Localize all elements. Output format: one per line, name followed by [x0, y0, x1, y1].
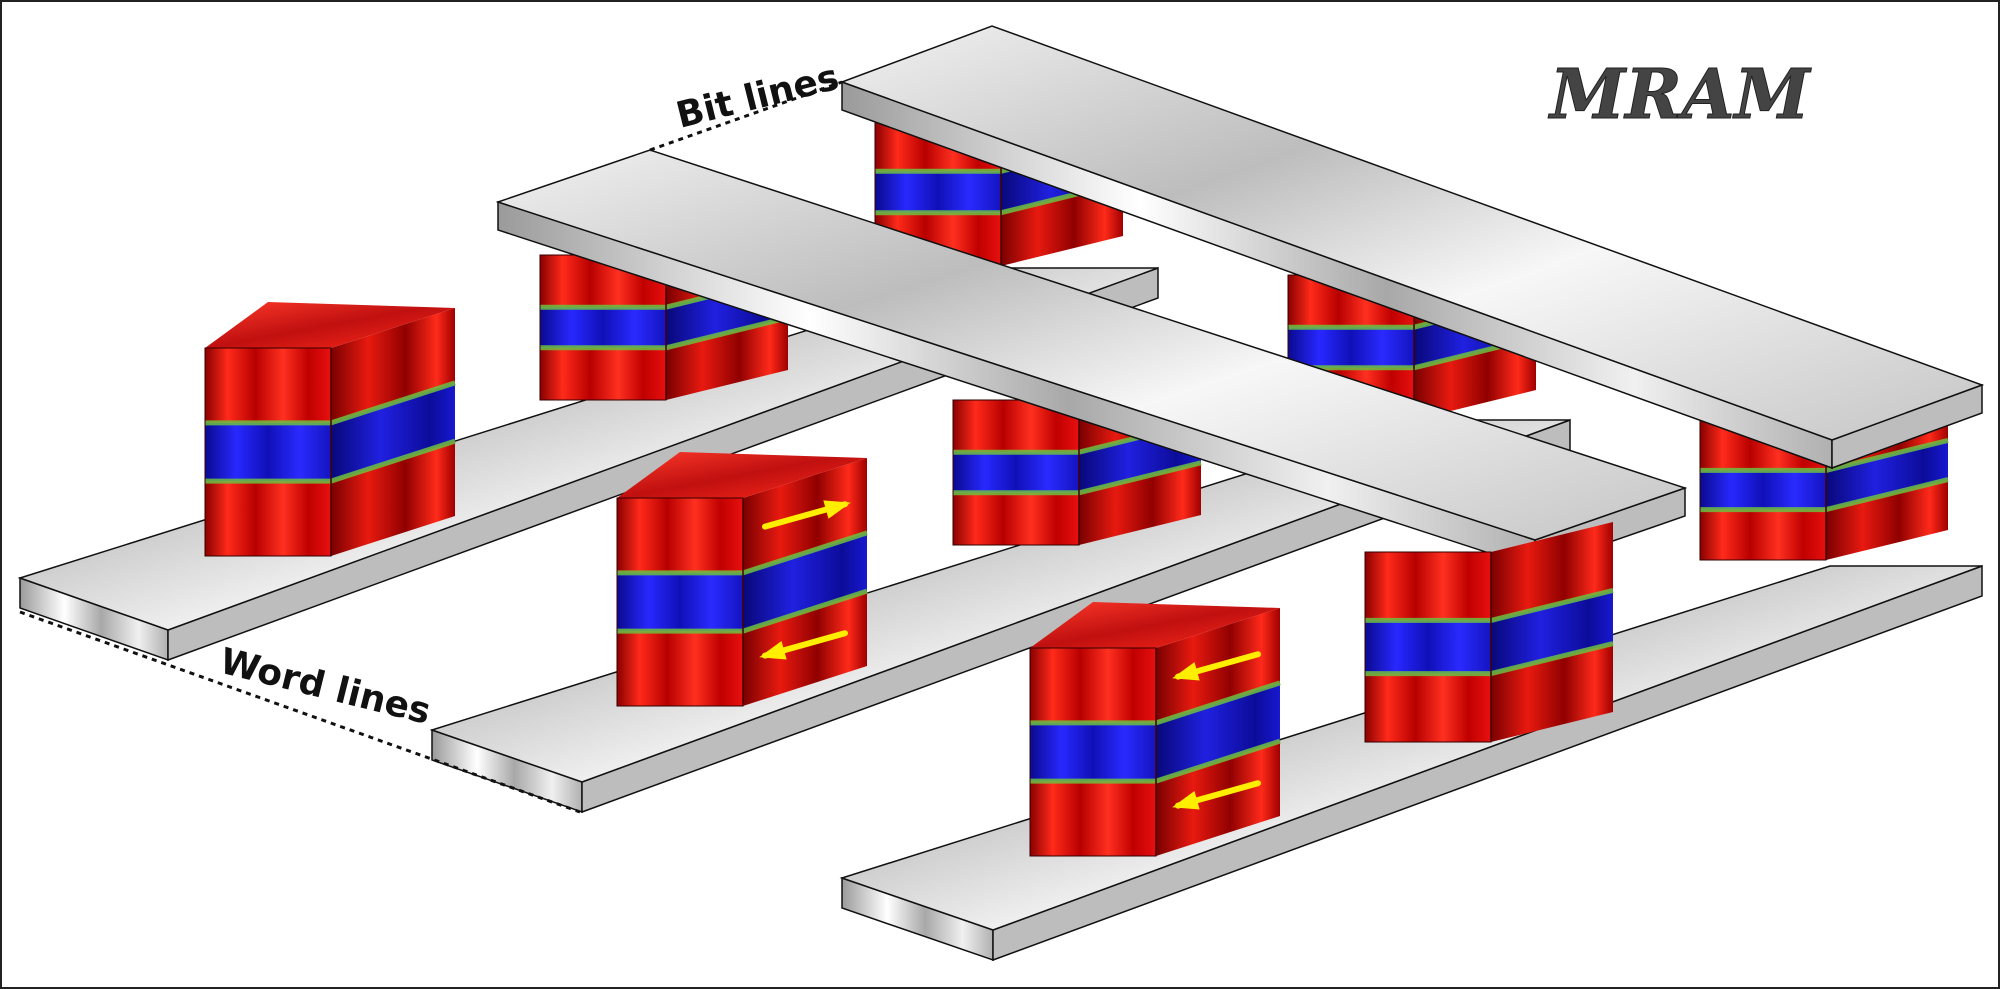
mtj-cell-r2c1-side-layer-1 [331, 308, 455, 423]
mtj-cell-r3c3-front-layer-2 [1030, 722, 1156, 782]
mtj-cell-r3c2-front-layer-3 [1365, 673, 1491, 742]
bit-line-2 [839, 25, 1985, 470]
mtj-cell-r3c3-side-layer-3 [1156, 741, 1280, 856]
mtj-cell-r1c3-front-layer-2 [1288, 327, 1414, 368]
mtj-cell-r1c2-interface-side-2 [665, 315, 789, 351]
mtj-cell-r3c2-front-layer-1 [1365, 552, 1491, 621]
mtj-cell-r2c1-side-layer-2 [331, 382, 455, 482]
mtj-cell-r3c3-arrowhead-1 [1172, 662, 1200, 681]
mtj-cell-r1c1-front-layer-2 [875, 171, 1001, 213]
mtj-cell-r3c3-top [1030, 602, 1280, 648]
mtj-cell-r3c1-arrowhead-2 [759, 641, 787, 660]
mtj-cell-r2c3-side-layer-2 [1826, 440, 1948, 510]
mtj-cell-r3c2 [1364, 522, 1614, 743]
mtj-cell-r3c1-front-layer-1 [617, 498, 743, 573]
mtj-cell-r1c2-front-layer-2 [540, 307, 666, 348]
mtj-cell-r2c2-front-layer-3 [953, 492, 1079, 545]
diagram-title: MRAM [1548, 55, 1812, 135]
mtj-cell-r2c1-front-layer-3 [205, 481, 331, 556]
mtj-cell-r3c1 [616, 452, 868, 707]
mtj-cell-r1c2-front-layer-3 [540, 347, 666, 400]
mtj-cell-r2c3-interface-side-2 [1825, 477, 1949, 513]
mtj-cell-r2c3-front-layer-3 [1700, 509, 1826, 560]
bit-line-1-top [495, 149, 1688, 541]
mtj-cell-r3c3-front-layer-1 [1030, 648, 1156, 723]
mtj-cell-r3c3 [1029, 602, 1281, 857]
mtj-cell-r3c1-interface-side-1 [742, 530, 868, 576]
bit-line-2-top [839, 25, 1985, 441]
mtj-cell-r3c2-interface-side-2 [1490, 641, 1614, 677]
mtj-cell-r3c2-front-layer-2 [1365, 620, 1491, 674]
mtj-cell-r2c2-side-layer-3 [1079, 462, 1201, 545]
mtj-cell-r2c3-front-layer-2 [1700, 470, 1826, 510]
mtj-cell-r3c3-side-layer-2 [1156, 682, 1280, 782]
mtj-cell-r2c1-top [205, 302, 455, 348]
mtj-cell-r3c1-side-layer-3 [743, 591, 867, 706]
mtj-cell-r2c1-front-layer-1 [205, 348, 331, 423]
mtj-cell-r2c2-interface-side-2 [1078, 460, 1202, 496]
mtj-cell-r3c3-front-layer-3 [1030, 781, 1156, 856]
mtj-cell-r2c1-side-layer-3 [331, 441, 455, 556]
mtj-cell-r3c1-side-layer-2 [743, 532, 867, 632]
mtj-cell-r1c3-side-layer-3 [1414, 337, 1536, 420]
mtj-cell-r1c1-side-layer-3 [1001, 182, 1123, 266]
mtj-cell-r3c2-interface-side-1 [1490, 587, 1614, 623]
mtj-cell-r3c3-interface-side-2 [1155, 738, 1281, 784]
mtj-cell-r3c1-front-layer-2 [617, 572, 743, 632]
mtj-cell-r2c1-interface-side-2 [330, 438, 456, 484]
scene [17, 25, 1985, 962]
mtj-cell-r1c2-side-layer-3 [666, 317, 788, 400]
mtj-cell-r3c1-arrowhead-1 [823, 500, 851, 519]
mtj-cell-r2c3-interface-side-1 [1825, 437, 1949, 473]
bit-lines-dashed-leader [649, 80, 843, 152]
mtj-cell-r3c3-interface-side-1 [1155, 680, 1281, 726]
mtj-cell-r2c1 [204, 302, 456, 557]
mtj-cell-r2c2-front-layer-2 [953, 452, 1079, 493]
mtj-cell-r3c2-side-layer-2 [1491, 590, 1613, 674]
mtj-cell-r2c1-interface-side-1 [330, 380, 456, 426]
mtj-cell-r3c1-interface-side-2 [742, 588, 868, 634]
mtj-cell-r3c1-top [617, 452, 867, 498]
mtj-cell-r3c3-arrowhead-2 [1172, 791, 1200, 810]
mtj-cell-r2c3-side-layer-3 [1826, 479, 1948, 560]
mtj-cell-r2c1-front-layer-2 [205, 422, 331, 482]
mtj-cell-r3c1-front-layer-3 [617, 631, 743, 706]
